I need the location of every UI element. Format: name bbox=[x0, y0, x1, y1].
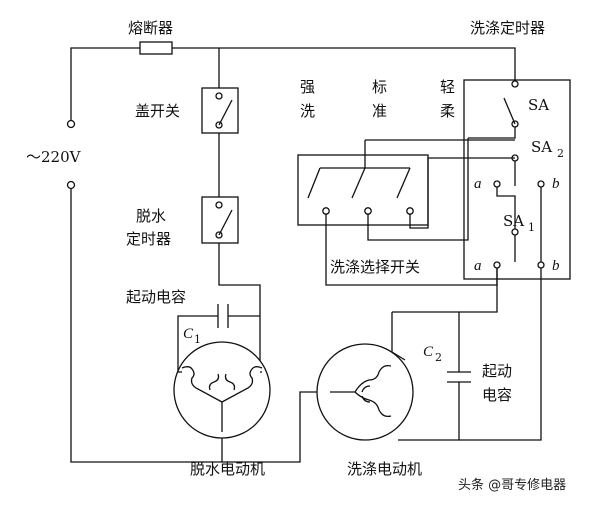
sa1-label: SA bbox=[503, 212, 524, 230]
wash-select-contact-standard bbox=[364, 207, 372, 215]
wash-select-box bbox=[297, 154, 429, 226]
terminal-b-bottom-label: b bbox=[552, 258, 560, 274]
spin-timer-label-2: 定时器 bbox=[126, 230, 171, 248]
fuse-label: 熔断器 bbox=[128, 19, 173, 37]
terminal-a-bottom-label: a bbox=[474, 258, 482, 274]
wash-timer-frame bbox=[463, 79, 571, 280]
return-wire-bottom bbox=[70, 189, 318, 463]
lid-switch-contact-top bbox=[215, 92, 223, 100]
sa2-contact-b bbox=[537, 180, 545, 188]
mode-standard-label-1: 标 bbox=[372, 78, 387, 96]
sa1-contact-b bbox=[537, 261, 545, 269]
lid-switch-label: 盖开关 bbox=[135, 102, 180, 120]
wash-select-contact-strong bbox=[322, 207, 330, 215]
sa-blade bbox=[503, 97, 516, 125]
wash-motor-label: 洗涤电动机 bbox=[347, 460, 422, 478]
c1-label: C bbox=[183, 326, 194, 342]
c2-label: C bbox=[423, 344, 434, 360]
start-cap-left-label: 起动电容 bbox=[126, 288, 186, 306]
spin-motor bbox=[173, 341, 271, 439]
sa-cross-link bbox=[496, 187, 516, 229]
sa-contact-top bbox=[511, 80, 519, 88]
spin-timer-contact-top bbox=[215, 201, 223, 209]
watermark-text: 头条 @哥专修电器 bbox=[458, 477, 566, 493]
supply-terminal-top bbox=[66, 119, 76, 129]
mode-strong-label-2: 洗 bbox=[300, 102, 315, 120]
c1-capacitor bbox=[177, 304, 260, 372]
c2-capacitor bbox=[391, 268, 542, 441]
spin-motor-label: 脱水电动机 bbox=[190, 460, 265, 478]
terminal-b-top-label: b bbox=[552, 176, 560, 192]
start-cap-right-label-1: 起动 bbox=[482, 362, 512, 380]
supply-terminal-bottom bbox=[66, 180, 76, 190]
sa1-contact-a bbox=[493, 261, 501, 269]
start-cap-right-label-2: 电容 bbox=[482, 386, 512, 404]
fuse-symbol bbox=[139, 41, 173, 55]
spin-branch-wires bbox=[218, 48, 261, 372]
supply-wire-top bbox=[70, 47, 516, 120]
sa2-contact-a bbox=[493, 180, 501, 188]
sa-link bbox=[468, 127, 516, 139]
wash-select-contact-gentle bbox=[406, 207, 414, 215]
voltage-label: ～220V bbox=[26, 148, 82, 166]
wash-select-label: 洗涤选择开关 bbox=[330, 258, 420, 276]
mode-gentle-label-2: 柔 bbox=[440, 102, 455, 120]
c2-subscript: 2 bbox=[435, 351, 442, 364]
sa2-label: SA bbox=[531, 138, 552, 156]
mode-strong-label-1: 强 bbox=[300, 78, 315, 96]
mode-gentle-label-1: 轻 bbox=[440, 78, 455, 96]
sa-label: SA bbox=[528, 96, 549, 114]
wash-motor bbox=[316, 343, 414, 441]
spin-timer-label-1: 脱水 bbox=[136, 207, 166, 225]
mode-standard-label-2: 准 bbox=[372, 102, 387, 120]
sa2-subscript: 2 bbox=[557, 147, 564, 160]
terminal-a-top-label: a bbox=[474, 176, 482, 192]
spin-timer-blade bbox=[218, 209, 233, 236]
wash-select-switch bbox=[307, 139, 515, 199]
wash-timer-label: 洗涤定时器 bbox=[470, 19, 545, 37]
c1-subscript: 1 bbox=[194, 333, 201, 346]
sa1-subscript: 1 bbox=[528, 221, 535, 234]
lid-switch-blade bbox=[218, 99, 233, 126]
